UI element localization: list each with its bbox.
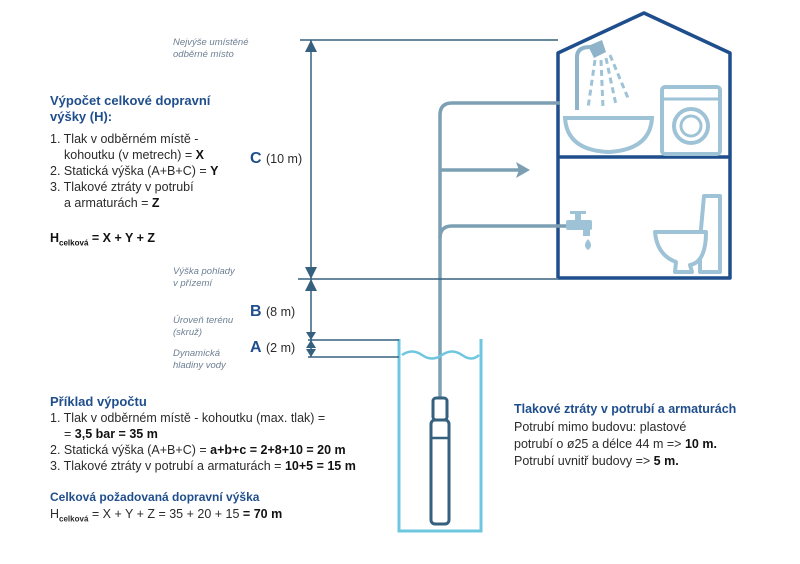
label-terrain: Úroveň terénu (skruž): [173, 315, 234, 338]
well: [397, 339, 483, 533]
house: [556, 11, 732, 280]
dimension-arrows: [305, 40, 317, 357]
shower-icon: [575, 40, 630, 110]
house-outline: [556, 11, 732, 280]
toilet-icon: [653, 194, 722, 274]
example-list: 1. Tlak v odběrném místě - kohoutku (max…: [50, 411, 356, 473]
pump-icon: [429, 396, 451, 526]
well-wall: [397, 339, 483, 533]
water-surface: [401, 350, 480, 360]
dimension-lines: [298, 39, 558, 358]
tap-icon: [566, 211, 592, 250]
pipe-riser: [438, 101, 560, 408]
label-water-level: Dynamická hladiny vody: [173, 348, 226, 371]
flow-arrow-icon: [516, 162, 530, 178]
calc-title: Výpočet celkové dopravní výšky (H):: [50, 93, 211, 124]
example-title: Příklad výpočtu: [50, 394, 147, 409]
total-title: Celková požadovaná dopravní výška: [50, 490, 260, 504]
water-pipe: [438, 101, 566, 408]
calc-formula: Hcelková = X + Y + Z: [50, 231, 155, 248]
level-c: C (10 m): [250, 150, 303, 167]
washing-machine-icon: [660, 85, 722, 156]
level-b: B (8 m): [250, 303, 296, 320]
losses-title: Tlakové ztráty v potrubí a armaturách: [514, 402, 737, 416]
total-formula: Hcelková = X + Y + Z = 35 + 20 + 15 = 70…: [50, 507, 283, 524]
sink-icon: [562, 116, 655, 155]
level-a: A (2 m): [250, 339, 296, 356]
pipe-branch-lower: [438, 224, 566, 239]
calc-list: 1. Tlak v odběrném místě - kohoutku (v m…: [50, 132, 219, 210]
label-highest-point: Nejvýše umístěné odběrné místo: [173, 37, 249, 60]
label-ground-floor: Výška pohlady v přízemí: [173, 266, 235, 289]
losses-text: Potrubí mimo budovu: plastové potrubí o …: [514, 420, 717, 468]
